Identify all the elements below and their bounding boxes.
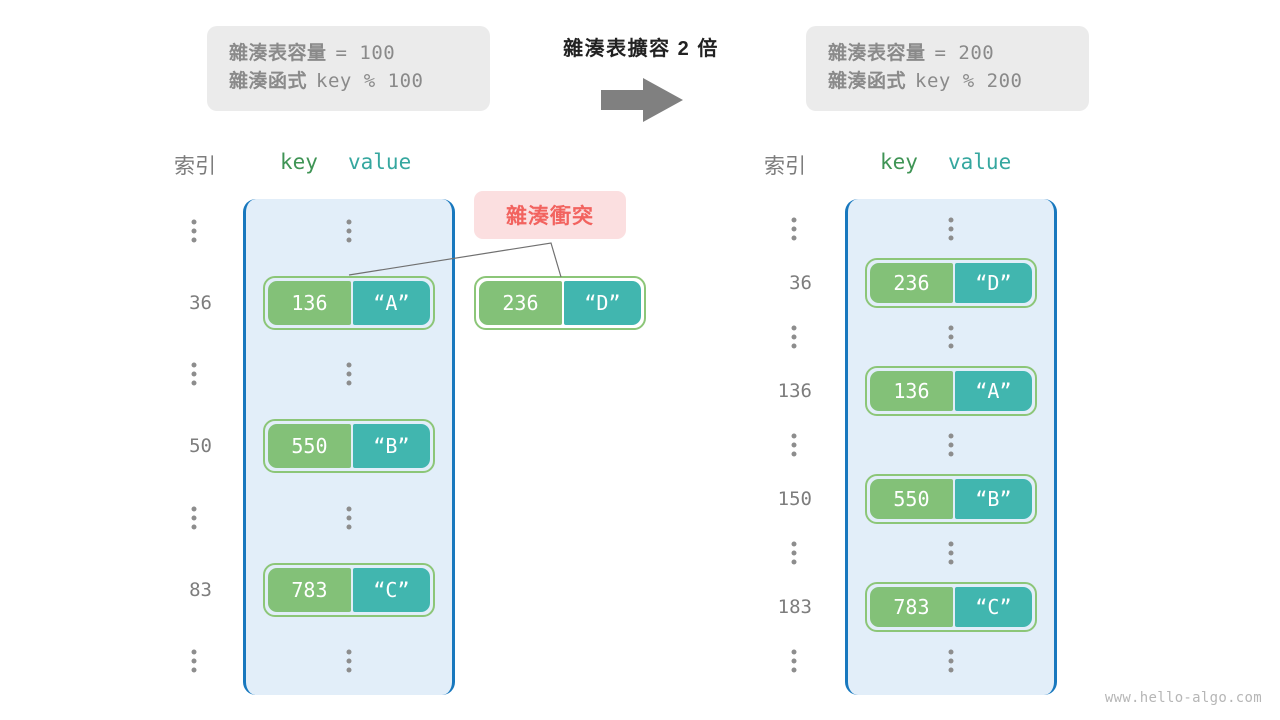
left-index-ellipsis-icon bbox=[191, 362, 197, 386]
watermark: www.hello-algo.com bbox=[1104, 690, 1262, 706]
left-index-label: 36 bbox=[189, 291, 212, 314]
right-entry-value: “C” bbox=[954, 587, 1032, 627]
right-index-label: 36 bbox=[789, 272, 812, 294]
right-index-label: 150 bbox=[777, 488, 812, 510]
right-entry-key: 550 bbox=[870, 479, 953, 519]
capacity-value-after: = 200 bbox=[934, 42, 995, 64]
left-row-ellipsis-icon bbox=[346, 506, 352, 530]
hash-table-info-before: 雜湊表容量 = 100 雜湊函式 key % 100 bbox=[207, 26, 490, 112]
left-index-ellipsis-icon bbox=[191, 506, 197, 530]
left-header-value: value bbox=[348, 150, 412, 174]
left-table-entry: 783“C” bbox=[263, 562, 435, 617]
colliding-entry-value: “D” bbox=[563, 281, 641, 325]
left-entry-value: “B” bbox=[352, 424, 430, 469]
left-entry-value: “C” bbox=[352, 567, 430, 612]
function-value-after: key % 200 bbox=[915, 69, 1023, 92]
left-index-label: 50 bbox=[189, 435, 212, 458]
left-row-ellipsis-icon bbox=[346, 362, 352, 386]
left-index-ellipsis-icon bbox=[191, 219, 197, 243]
capacity-line-after: 雜湊表容量 = 200 bbox=[828, 40, 1067, 68]
left-header-key: key bbox=[280, 150, 318, 174]
capacity-label-after: 雜湊表容量 bbox=[828, 43, 926, 64]
left-index-ellipsis-icon bbox=[191, 649, 197, 673]
right-entry-key: 136 bbox=[870, 371, 953, 411]
function-line-after: 雜湊函式 key % 200 bbox=[828, 68, 1067, 96]
right-entry-key: 236 bbox=[870, 263, 953, 303]
left-entry-value: “A” bbox=[352, 280, 430, 325]
left-row-ellipsis-icon bbox=[346, 219, 352, 243]
right-row-ellipsis-icon bbox=[948, 541, 954, 565]
right-table-entry: 236“D” bbox=[865, 258, 1037, 308]
right-row-ellipsis-icon bbox=[948, 433, 954, 457]
right-index-label: 136 bbox=[777, 380, 812, 402]
left-header-index: 索引 bbox=[174, 155, 216, 178]
colliding-entry: 236 “D” bbox=[474, 276, 646, 330]
right-header-index: 索引 bbox=[764, 155, 806, 178]
right-row-ellipsis-icon bbox=[948, 649, 954, 673]
right-table-entry: 783“C” bbox=[865, 582, 1037, 632]
left-table-entry: 550“B” bbox=[263, 419, 435, 474]
right-row-ellipsis-icon bbox=[948, 217, 954, 241]
right-entry-value: “B” bbox=[954, 479, 1032, 519]
right-row-ellipsis-icon bbox=[948, 325, 954, 349]
right-arrow-icon bbox=[601, 78, 683, 122]
left-index-label: 83 bbox=[189, 578, 212, 601]
right-index-ellipsis-icon bbox=[791, 649, 797, 673]
capacity-label-before: 雜湊表容量 bbox=[229, 43, 327, 64]
function-label-before: 雜湊函式 bbox=[229, 70, 308, 92]
right-index-label: 183 bbox=[777, 596, 812, 618]
right-table-entry: 136“A” bbox=[865, 366, 1037, 416]
colliding-entry-key: 236 bbox=[479, 281, 562, 325]
hash-table-info-after: 雜湊表容量 = 200 雜湊函式 key % 200 bbox=[806, 26, 1089, 112]
function-value-before: key % 100 bbox=[316, 69, 424, 92]
right-index-ellipsis-icon bbox=[791, 217, 797, 241]
left-table-entry: 136“A” bbox=[263, 275, 435, 330]
right-index-ellipsis-icon bbox=[791, 541, 797, 565]
right-index-ellipsis-icon bbox=[791, 433, 797, 457]
right-entry-key: 783 bbox=[870, 587, 953, 627]
right-index-ellipsis-icon bbox=[791, 325, 797, 349]
capacity-value-before: = 100 bbox=[335, 42, 396, 64]
right-table-entry: 550“B” bbox=[865, 474, 1037, 524]
capacity-line-before: 雜湊表容量 = 100 bbox=[229, 40, 468, 68]
left-entry-key: 136 bbox=[268, 280, 351, 325]
expansion-label: 雜湊表擴容 2 倍 bbox=[563, 38, 719, 60]
right-entry-value: “D” bbox=[954, 263, 1032, 303]
left-entry-key: 550 bbox=[268, 424, 351, 469]
right-header-value: value bbox=[948, 150, 1012, 174]
left-entry-key: 783 bbox=[268, 567, 351, 612]
function-line-before: 雜湊函式 key % 100 bbox=[229, 68, 468, 96]
function-label-after: 雜湊函式 bbox=[828, 70, 907, 92]
left-row-ellipsis-icon bbox=[346, 649, 352, 673]
collision-badge: 雜湊衝突 bbox=[474, 191, 626, 239]
right-entry-value: “A” bbox=[954, 371, 1032, 411]
right-header-key: key bbox=[880, 150, 918, 174]
